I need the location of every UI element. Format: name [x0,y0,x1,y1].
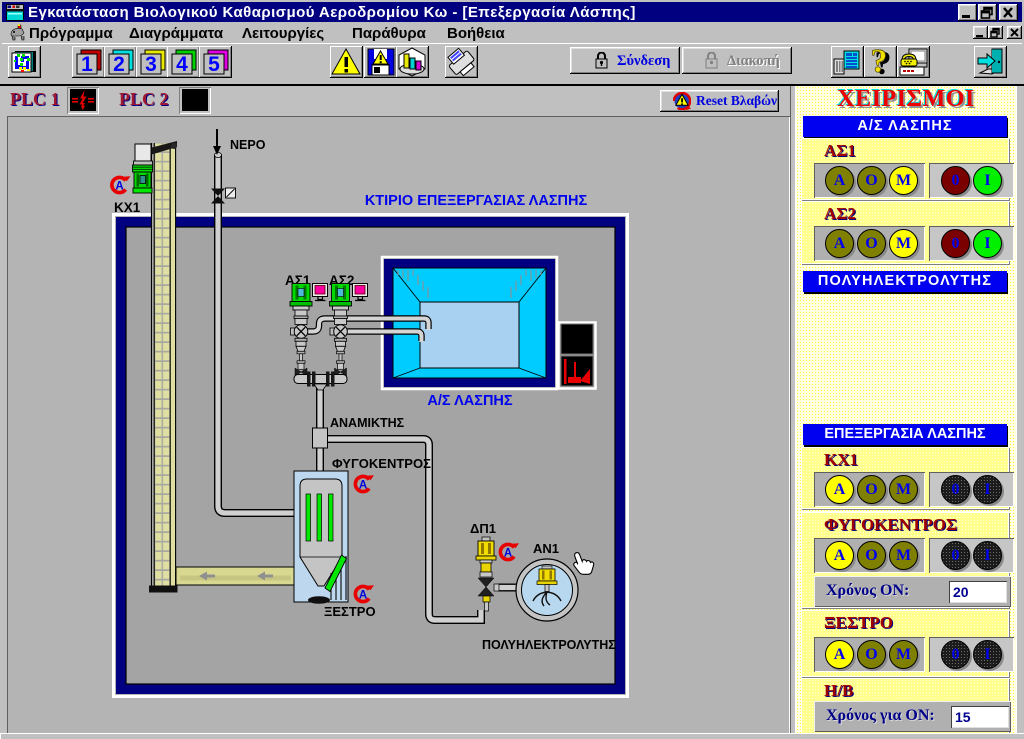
svg-text:ΚΤΙΡΙΟ ΕΠΕΞΕΡΓΑΣΙΑΣ ΛΑΣΠΗΣ: ΚΤΙΡΙΟ ΕΠΕΞΕΡΓΑΣΙΑΣ ΛΑΣΠΗΣ [365,193,588,209]
svg-text:2: 2 [113,53,125,76]
svg-text:ΠΟΛΥΗΛΕΚΤΡΟΛΥΤΗΣ: ΠΟΛΥΗΛΕΚΤΡΟΛΥΤΗΣ [482,638,616,652]
svg-text:ΑΝ1: ΑΝ1 [533,541,559,556]
svg-text:ΝΕΡΟ: ΝΕΡΟ [230,138,266,152]
svg-text:Α/Σ ΛΑΣΠΗΣ: Α/Σ ΛΑΣΠΗΣ [427,393,512,409]
svg-text:?: ? [875,46,892,78]
svg-text:ΦΥΓΟΚΕΝΤΡΟΣ: ΦΥΓΟΚΕΝΤΡΟΣ [332,456,431,471]
svg-text:3: 3 [145,53,157,76]
svg-text:5: 5 [208,53,220,76]
svg-text:4: 4 [176,53,188,76]
svg-text:ΑΝΑΜΙΚΤΗΣ: ΑΝΑΜΙΚΤΗΣ [330,416,405,430]
svg-text:ΞΕΣΤΡΟ: ΞΕΣΤΡΟ [324,604,376,619]
svg-text:?: ? [871,46,888,78]
svg-text:1: 1 [81,53,93,76]
svg-text:ΔΠ1: ΔΠ1 [470,521,496,536]
svg-text:KX1: KX1 [114,200,141,215]
